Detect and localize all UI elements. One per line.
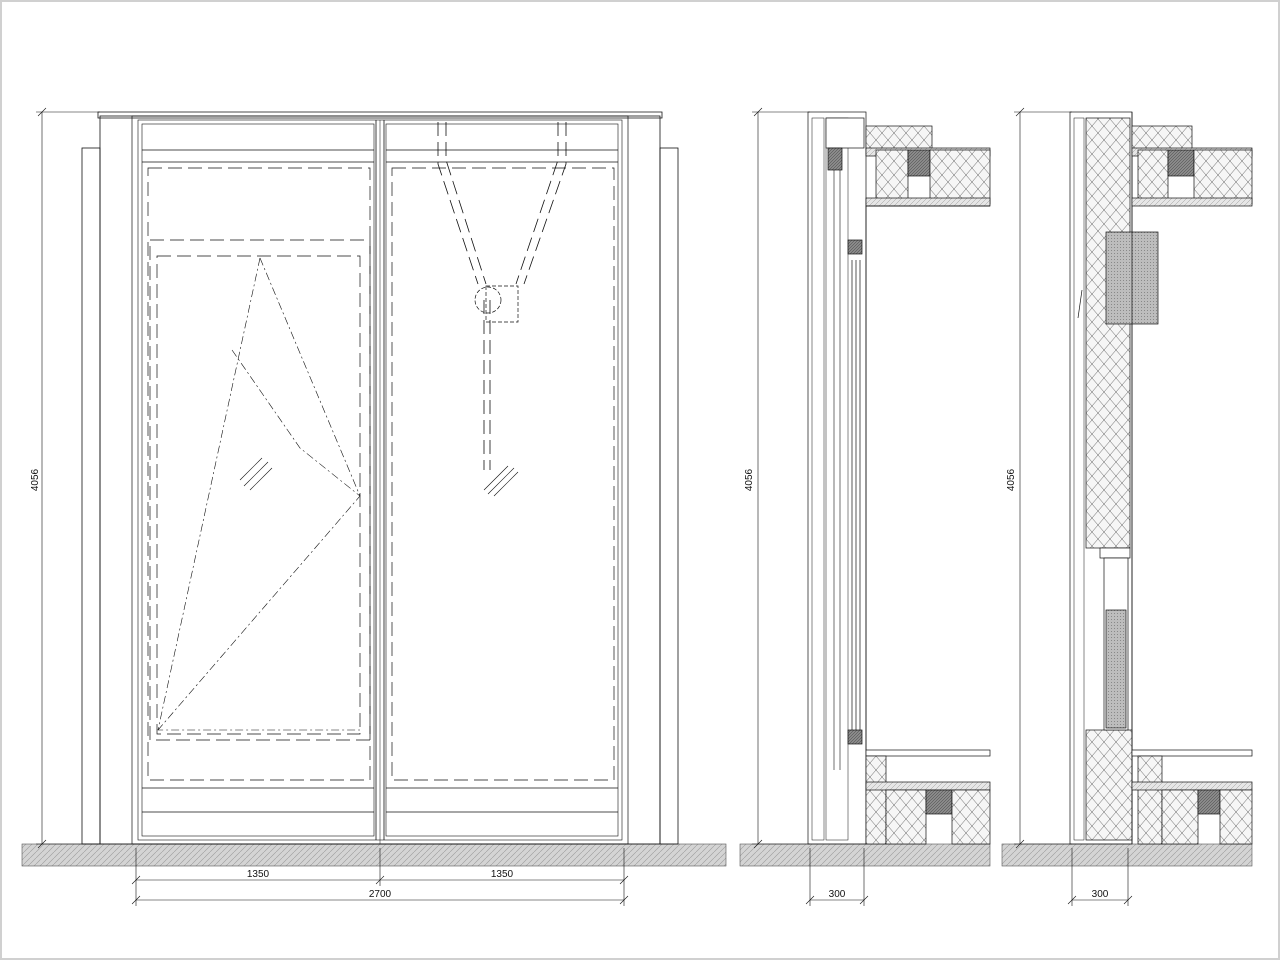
right-sash — [385, 123, 619, 837]
handle-symbol — [474, 285, 519, 323]
wall-section-a — [739, 111, 991, 867]
ground-slab-section-a — [739, 843, 991, 867]
section-a-depth-label: 300 — [829, 889, 846, 900]
window-elevation — [21, 111, 727, 867]
section-a-dimensions — [752, 107, 869, 906]
left-jamb-panel — [81, 147, 101, 845]
section-b-height-label: 4056 — [1006, 468, 1017, 491]
section-a-height-label: 4056 — [744, 468, 755, 491]
ground-slab-elevation — [21, 843, 727, 867]
concrete-panel — [1105, 609, 1127, 729]
lifting-mechanism-lines — [437, 122, 567, 470]
ground-slab-section-b — [1001, 843, 1253, 867]
section-b-depth-label: 300 — [1092, 889, 1109, 900]
elevation-dimensions — [36, 107, 629, 906]
roller-motor — [827, 147, 843, 171]
elevation-height-label: 4056 — [30, 468, 41, 491]
elevation-left-width-label: 1350 — [247, 869, 270, 880]
wall-insulation-column — [1085, 117, 1131, 549]
elevation-total-width-label: 2700 — [369, 889, 392, 900]
elevation-right-width-label: 1350 — [491, 869, 514, 880]
turn-opening-lines — [157, 257, 360, 731]
right-jamb-panel — [659, 147, 679, 845]
wall-section-b — [1001, 111, 1253, 867]
left-sash — [141, 123, 375, 837]
top-beam — [97, 111, 663, 119]
section-b-dimensions — [1014, 107, 1133, 906]
